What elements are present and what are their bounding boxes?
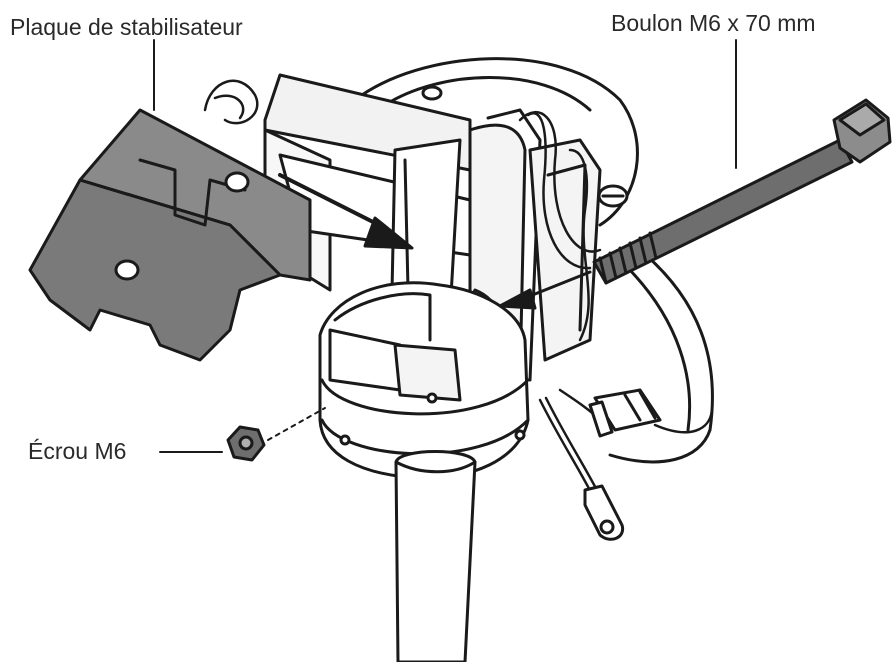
label-bolt: Boulon M6 x 70 mm	[611, 10, 816, 36]
ring-terminal	[583, 484, 625, 541]
nut	[226, 425, 266, 462]
stabilizer-plate	[28, 108, 312, 362]
label-stabilizer-plate: Plaque de stabilisateur	[10, 14, 243, 40]
bolt	[592, 98, 892, 285]
label-nut: Écrou M6	[28, 438, 127, 464]
nut-guide-dashed	[267, 407, 326, 441]
wiring	[203, 79, 714, 502]
downrod-collar	[318, 281, 530, 480]
wire-connector	[588, 388, 662, 438]
insert-arrow	[278, 173, 414, 250]
bolt-direction-arrow	[498, 270, 592, 310]
downrod-pipe	[394, 450, 477, 662]
